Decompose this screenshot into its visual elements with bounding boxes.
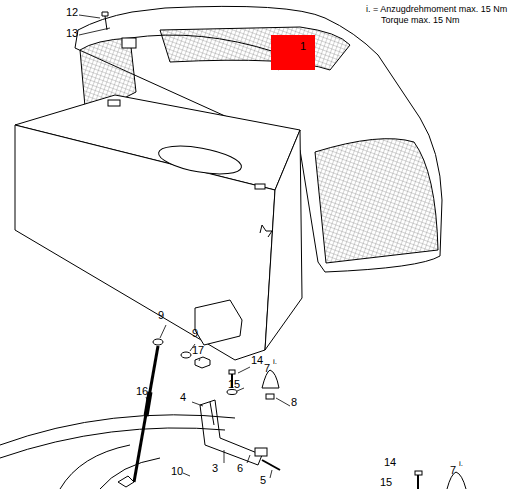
callout-number: 5 <box>260 474 266 486</box>
callout-number: 1 <box>300 40 306 52</box>
torque-note: i. = Anzugdrehmoment max. 15 Nm <box>366 4 507 14</box>
torque-mark: i. <box>273 357 277 366</box>
callout-number: 14 <box>251 354 263 366</box>
callout-number: 9 <box>192 327 198 339</box>
callout-number: 15 <box>380 476 392 488</box>
callout-number: 4 <box>180 391 186 403</box>
highlight-box: 1 <box>271 35 315 70</box>
callout-number: 7 <box>450 464 456 476</box>
torque-mark: i. <box>459 459 463 468</box>
callout-number: 16 <box>136 385 148 397</box>
torque-note: Torque max. 15 Nm <box>381 15 460 25</box>
callout-number: 10 <box>171 465 183 477</box>
callout-number: 8 <box>291 396 297 408</box>
callout-number: 12 <box>66 6 78 18</box>
callout-number: 6 <box>237 462 243 474</box>
callout-number: 15 <box>228 378 240 390</box>
callout-number: 14 <box>384 456 396 468</box>
callout-number: 3 <box>212 462 218 474</box>
callout-number: 7 <box>264 362 270 374</box>
callout-number: 13 <box>66 27 78 39</box>
callout-number: 9 <box>158 309 164 321</box>
callout-number: 17 <box>192 344 204 356</box>
